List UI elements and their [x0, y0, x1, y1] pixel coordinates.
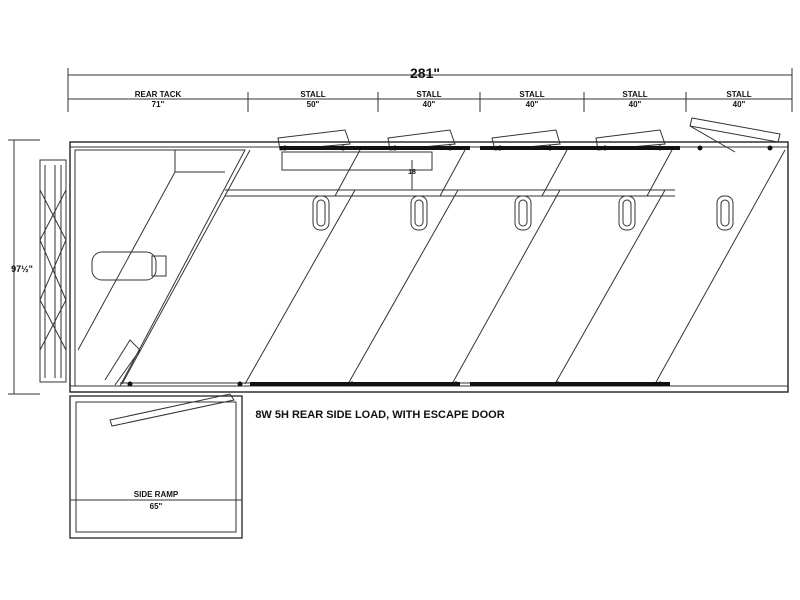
section-name-stall-1: STALL — [300, 90, 325, 99]
tack-fixture — [91, 251, 157, 281]
section-size-stall-2: 40" — [423, 100, 436, 109]
section-size-stall-3: 40" — [526, 100, 539, 109]
ramp-name-label: SIDE RAMP — [134, 490, 179, 499]
section-name-stall-3: STALL — [519, 90, 544, 99]
trailer-body — [69, 141, 789, 393]
ramp-size-label: 65" — [150, 502, 163, 511]
side-ramp — [69, 395, 243, 539]
stall-dividers — [121, 149, 786, 385]
inner-dimension-label: 18 — [408, 169, 416, 176]
section-name-stall-5: STALL — [726, 90, 751, 99]
section-name-stall-4: STALL — [622, 90, 647, 99]
ramp-door — [109, 393, 235, 427]
height-label: 97½" — [11, 264, 33, 274]
tack-room — [74, 149, 246, 387]
rear-gate — [39, 159, 67, 383]
overall-length-label: 281" — [410, 65, 440, 81]
section-size-stall-1: 50" — [307, 100, 320, 109]
section-size-stall-5: 40" — [733, 100, 746, 109]
section-size-rear-tack: 71" — [152, 100, 165, 109]
section-name-rear-tack: REAR TACK — [135, 90, 182, 99]
plan-caption: 8W 5H REAR SIDE LOAD, WITH ESCAPE DOOR — [255, 409, 504, 421]
section-size-stall-4: 40" — [629, 100, 642, 109]
stall-windows — [312, 195, 734, 231]
section-name-stall-2: STALL — [416, 90, 441, 99]
